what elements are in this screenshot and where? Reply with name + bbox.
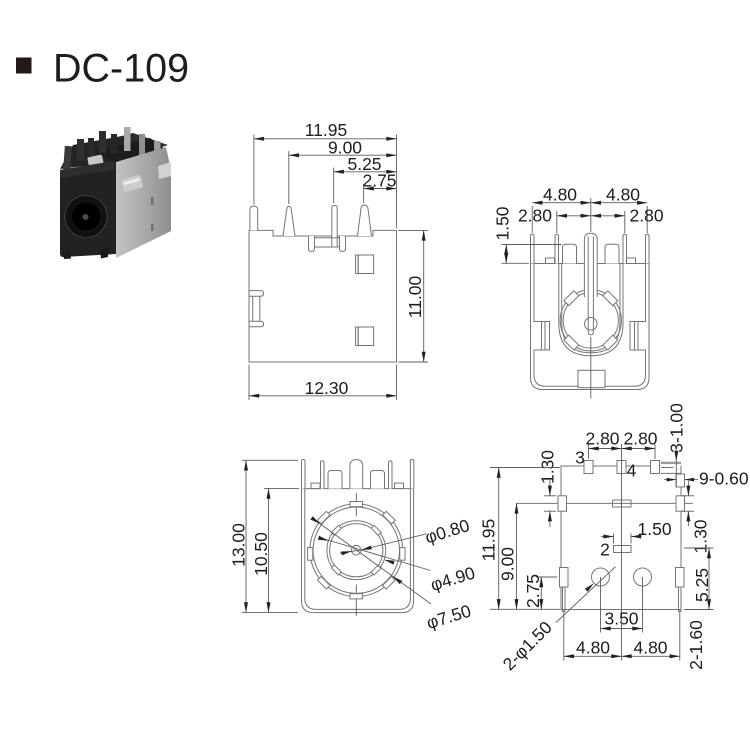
svg-text:4.80: 4.80 bbox=[576, 638, 610, 658]
svg-text:3-1.00: 3-1.00 bbox=[667, 403, 687, 453]
svg-text:3: 3 bbox=[575, 447, 585, 467]
svg-text:5.25: 5.25 bbox=[347, 154, 381, 174]
svg-text:1.50: 1.50 bbox=[493, 206, 513, 240]
svg-text:9.00: 9.00 bbox=[328, 138, 362, 158]
svg-text:11.95: 11.95 bbox=[305, 120, 348, 140]
svg-text:13.00: 13.00 bbox=[229, 523, 249, 567]
svg-text:11.95: 11.95 bbox=[479, 519, 499, 562]
svg-text:2.80: 2.80 bbox=[585, 428, 619, 448]
svg-text:1.30: 1.30 bbox=[691, 519, 711, 553]
svg-text:12.30: 12.30 bbox=[305, 378, 349, 398]
svg-text:4: 4 bbox=[627, 460, 637, 480]
svg-text:1.50: 1.50 bbox=[638, 519, 672, 539]
svg-text:5.25: 5.25 bbox=[692, 568, 712, 602]
svg-text:4.80: 4.80 bbox=[606, 184, 640, 204]
svg-text:φ4.90: φ4.90 bbox=[428, 562, 478, 594]
svg-text:10.50: 10.50 bbox=[251, 532, 271, 576]
svg-text:9-0.60: 9-0.60 bbox=[699, 469, 749, 489]
svg-text:1.30: 1.30 bbox=[537, 450, 557, 484]
svg-text:DC-109: DC-109 bbox=[53, 47, 189, 91]
svg-text:4.80: 4.80 bbox=[543, 184, 577, 204]
svg-text:2.80: 2.80 bbox=[518, 206, 552, 226]
svg-text:2.75: 2.75 bbox=[523, 574, 543, 608]
svg-text:9.00: 9.00 bbox=[498, 547, 518, 581]
svg-text:4.80: 4.80 bbox=[633, 638, 667, 658]
svg-text:φ0.80: φ0.80 bbox=[423, 515, 473, 547]
svg-text:2: 2 bbox=[600, 539, 610, 559]
svg-text:11.00: 11.00 bbox=[405, 275, 425, 318]
svg-text:2.75: 2.75 bbox=[362, 171, 396, 191]
svg-text:φ7.50: φ7.50 bbox=[424, 600, 474, 632]
svg-text:2-1.60: 2-1.60 bbox=[686, 620, 706, 670]
svg-text:2.80: 2.80 bbox=[623, 428, 657, 448]
svg-text:2.80: 2.80 bbox=[630, 206, 664, 226]
svg-text:2-φ1.50: 2-φ1.50 bbox=[499, 617, 556, 674]
